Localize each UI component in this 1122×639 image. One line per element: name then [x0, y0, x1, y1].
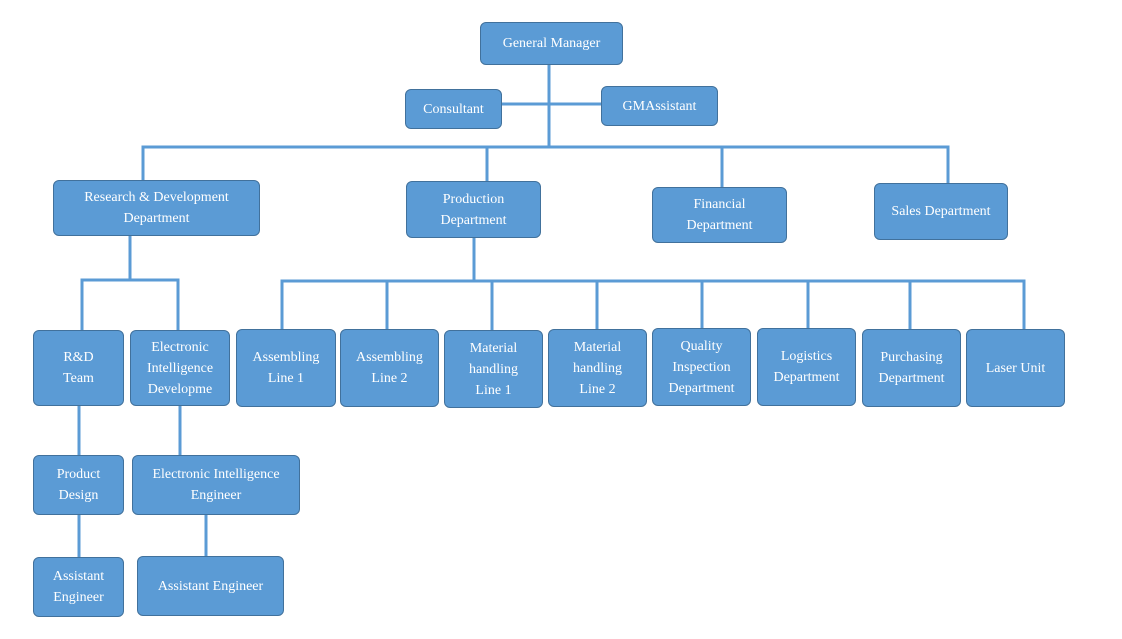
- rd-team-box: R&D Team: [33, 330, 124, 406]
- laser-unit-label: Laser Unit: [985, 360, 1046, 376]
- assistant-engineer-right-box: Assistant Engineer: [137, 556, 284, 616]
- gm-assistant-label: GMAssistant: [622, 98, 697, 114]
- logistics-department-box: Logistics Department: [757, 328, 856, 406]
- electronic-intelligence-engineer-label: Electronic Intelligence Engineer: [152, 467, 280, 503]
- production-department-label: Production Department: [440, 191, 507, 228]
- gm-assistant-box: GMAssistant: [601, 86, 718, 126]
- assistant-engineer-left-label: Assistant Engineer: [52, 569, 105, 605]
- material-handling-line-2-box: Material handling Line 2: [548, 329, 647, 407]
- purchasing-department-label: Purchasing Department: [878, 350, 945, 386]
- assistant-engineer-left-box: Assistant Engineer: [33, 557, 124, 617]
- financial-department-box: Financial Department: [652, 187, 787, 243]
- sales-department-box: Sales Department: [874, 183, 1008, 240]
- product-design-box: Product Design: [33, 455, 124, 515]
- material-handling-line-1-box: Material handling Line 1: [444, 330, 543, 408]
- electronic-intelligence-engineer-box: Electronic Intelligence Engineer: [132, 455, 300, 515]
- consultant-box: Consultant: [405, 89, 502, 129]
- electronic-intelligence-development-label: Electronic Intelligence Developme: [146, 339, 214, 397]
- financial-department-label: Financial Department: [686, 197, 753, 233]
- purchasing-department-box: Purchasing Department: [862, 329, 961, 407]
- quality-inspection-department-box: Quality Inspection Department: [652, 328, 751, 406]
- assistant-engineer-right-label: Assistant Engineer: [157, 578, 264, 594]
- electronic-intelligence-development-box: Electronic Intelligence Developme: [130, 330, 230, 406]
- rd-department-label: Research & Development Department: [84, 190, 229, 226]
- assembling-line-2-box: Assembling Line 2: [340, 329, 439, 407]
- general-manager-label: General Manager: [502, 36, 601, 51]
- product-design-label: Product Design: [56, 467, 101, 503]
- quality-inspection-department-label: Quality Inspection Department: [668, 338, 735, 396]
- assembling-line-1-label: Assembling Line 1: [252, 350, 320, 386]
- production-department-box: Production Department: [406, 181, 541, 238]
- assembling-line-1-box: Assembling Line 1: [236, 329, 336, 407]
- general-manager-box: General Manager: [480, 22, 623, 65]
- laser-unit-box: Laser Unit: [966, 329, 1065, 407]
- material-handling-line-1-label: Material handling Line 1: [469, 340, 518, 398]
- sales-department-label: Sales Department: [891, 204, 991, 219]
- logistics-department-label: Logistics Department: [773, 349, 840, 385]
- rd-department-box: Research & Development Department: [53, 180, 260, 236]
- assembling-line-2-label: Assembling Line 2: [356, 350, 423, 386]
- consultant-label: Consultant: [423, 101, 484, 117]
- material-handling-line-2-label: Material handling Line 2: [573, 339, 622, 397]
- rd-team-label: R&D Team: [63, 350, 94, 386]
